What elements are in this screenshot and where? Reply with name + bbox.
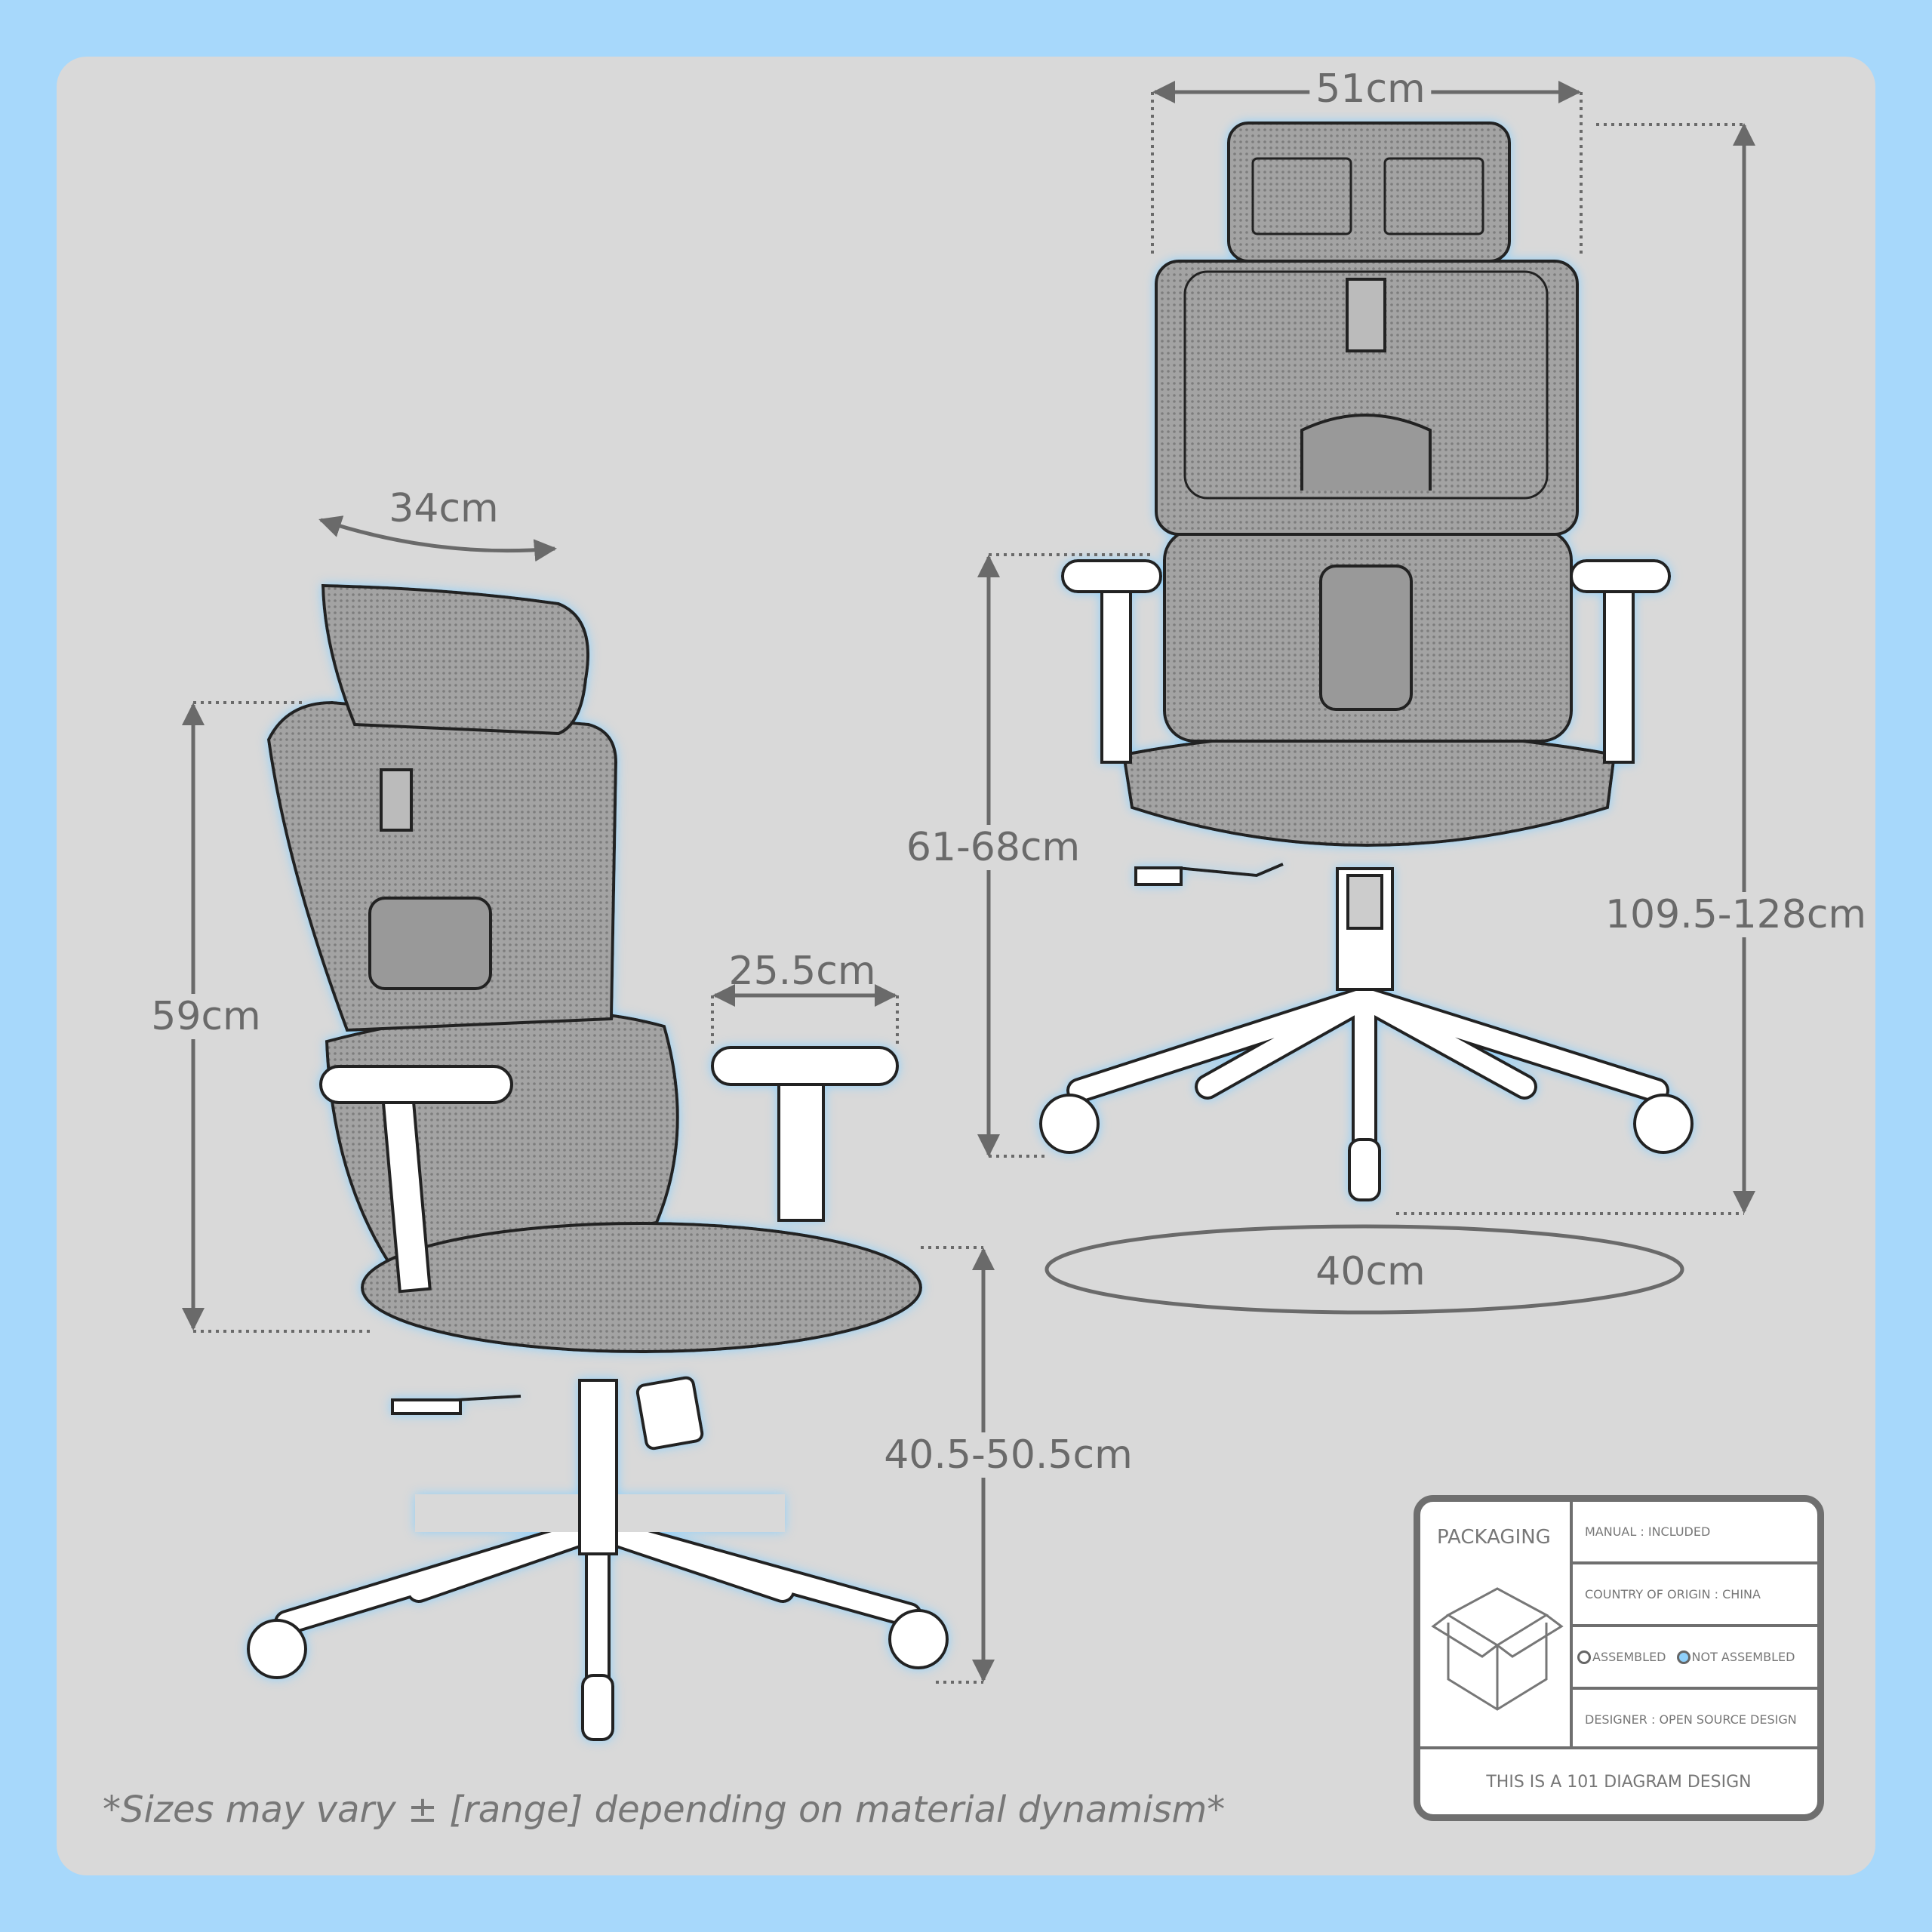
packaging-title: PACKAGING (1437, 1526, 1551, 1549)
armrest-width-label: 25.5cm (728, 949, 876, 994)
packaging-card: PACKAGING MANUAL : INCLUDED COUNTRY OF O… (1414, 1495, 1824, 1821)
base-diameter-label: 40cm (1315, 1249, 1426, 1294)
not-assembled-label: NOT ASSEMBLED (1691, 1650, 1795, 1664)
assembled-option[interactable]: ASSEMBLED (1577, 1650, 1666, 1664)
front-total-height-label: 109.5-128cm (1598, 892, 1873, 937)
not-assembled-option[interactable]: NOT ASSEMBLED (1676, 1650, 1795, 1664)
open-box-icon (1431, 1587, 1564, 1711)
origin-row: COUNTRY OF ORIGIN : CHINA (1573, 1564, 1817, 1627)
radio-checked-icon (1676, 1650, 1690, 1664)
manual-row: MANUAL : INCLUDED (1573, 1502, 1817, 1564)
dimension-lines (182, 81, 1755, 1684)
footnote: *Sizes may vary ± [range] depending on m… (103, 1789, 1226, 1831)
assembled-label: ASSEMBLED (1592, 1650, 1666, 1664)
headrest-width-label: 34cm (389, 486, 499, 531)
packaging-footer: THIS IS A 101 DIAGRAM DESIGN (1420, 1746, 1817, 1814)
front-view-chair (1039, 122, 1694, 1201)
packaging-details: MANUAL : INCLUDED COUNTRY OF ORIGIN : CH… (1573, 1502, 1817, 1746)
side-view-chair (247, 583, 949, 1741)
front-width-label: 51cm (1309, 66, 1432, 112)
radio-unchecked-icon (1577, 1650, 1591, 1664)
designer-row: DESIGNER : OPEN SOURCE DESIGN (1585, 1712, 1797, 1727)
assembly-row: ASSEMBLED NOT ASSEMBLED (1573, 1627, 1817, 1690)
packaging-left-cell: PACKAGING (1420, 1502, 1573, 1746)
back-height-label: 59cm (145, 994, 267, 1039)
side-seat-height-label: 40.5-50.5cm (878, 1432, 1139, 1478)
front-seat-height-label: 61-68cm (900, 825, 1087, 870)
